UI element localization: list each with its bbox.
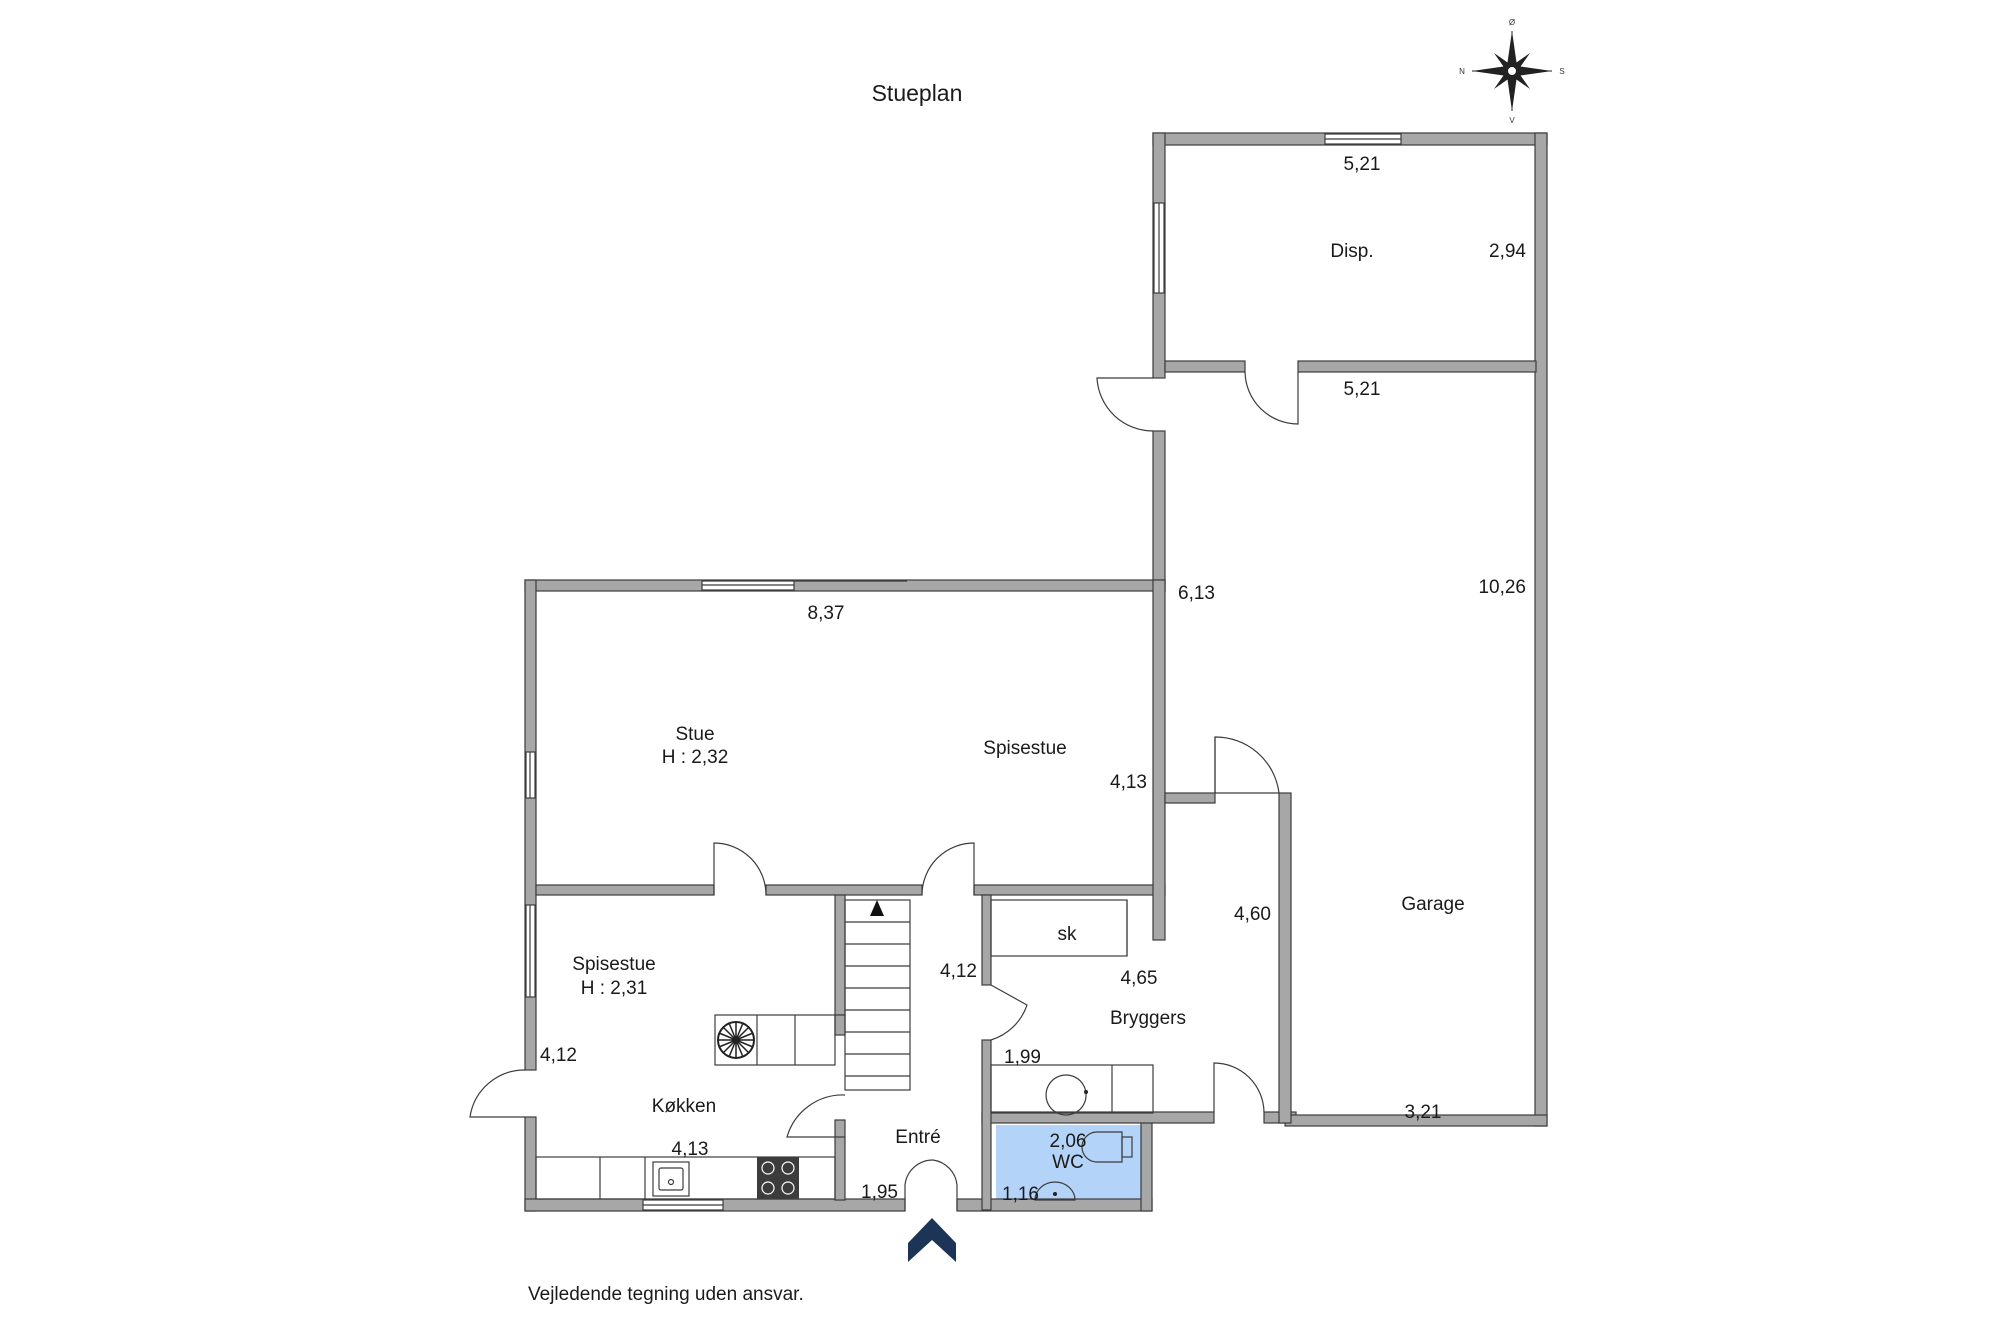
stair-arrow-icon (870, 900, 884, 916)
wc-floor (996, 1125, 1144, 1203)
wc-sink-icon (1034, 1181, 1076, 1201)
bryggers-fixtures (990, 899, 1154, 1116)
door-entrance (904, 1159, 958, 1211)
door-garage-side (1096, 377, 1154, 432)
walls (524, 132, 1548, 1212)
doors (469, 371, 1299, 1211)
room-label-spisestue-top: Spisestue (983, 738, 1066, 759)
door-bryggers-bottom (1213, 1062, 1265, 1113)
room-label-wc: WC (1052, 1152, 1084, 1173)
wc-fixtures (1034, 1131, 1133, 1201)
room-label-garage: Garage (1401, 894, 1464, 915)
door-stue-entre (921, 842, 975, 896)
dim-entre-width: 1,95 (861, 1182, 898, 1203)
room-label-entre: Entré (895, 1127, 940, 1148)
door-entre-bryggers (990, 984, 1028, 1041)
plan-title: Stueplan (872, 80, 963, 106)
dim-entre-height: 4,12 (940, 961, 977, 982)
door-garage-bryggers-top (1214, 736, 1280, 794)
compass-top: Ø (1509, 18, 1515, 27)
dim-garage-width-bottom: 3,21 (1405, 1102, 1442, 1123)
room-label-spisestue-left: Spisestue (572, 954, 655, 975)
dim-wc-depth: 1,16 (1002, 1184, 1039, 1205)
compass-bottom: V (1509, 116, 1515, 125)
room-label-bryggers: Bryggers (1110, 1008, 1186, 1029)
dim-bryggers-width: 4,65 (1121, 968, 1158, 989)
room-label-disp: Disp. (1330, 241, 1373, 262)
dim-disp-width: 5,21 (1344, 154, 1381, 175)
room-label-stue-height: H : 2,32 (662, 747, 729, 768)
door-disp-garage (1244, 371, 1299, 425)
dim-garage-height: 10,26 (1478, 577, 1526, 598)
dim-kokken-width: 4,13 (672, 1139, 709, 1160)
dim-stue-width: 8,37 (808, 603, 845, 624)
room-label-sk: sk (1058, 924, 1078, 945)
dim-garage-width-top: 5,21 (1344, 379, 1381, 400)
disclaimer: Vejledende tegning uden ansvar. (528, 1284, 804, 1305)
windows (525, 133, 1402, 1211)
dim-disp-height: 2,94 (1489, 241, 1526, 262)
door-kokken-side (469, 1069, 526, 1118)
staircase (844, 899, 911, 1091)
compass-n: N (1459, 67, 1465, 76)
fan-icon (717, 1021, 755, 1059)
stove-icon (757, 1157, 799, 1199)
dim-wc-width: 2,06 (1050, 1131, 1087, 1152)
toilet-icon (1081, 1131, 1123, 1163)
door-entre-kokken (786, 1094, 846, 1138)
washbasin-icon (1045, 1074, 1087, 1116)
dim-bryggers-left-height: 4,60 (1234, 904, 1271, 925)
compass-rose-icon: N S Ø V (1459, 18, 1565, 125)
kitchen-fixtures (535, 1014, 836, 1200)
room-label-stue: Stue (675, 724, 714, 745)
dim-kokken-height: 4,12 (540, 1045, 577, 1066)
dim-garage-left: 6,13 (1178, 583, 1215, 604)
room-label-kokken: Køkken (652, 1096, 716, 1117)
dim-stue-height: 4,13 (1110, 772, 1147, 793)
entrance-chevron-icon (908, 1218, 956, 1262)
dim-bryggers-small: 1,99 (1004, 1047, 1041, 1068)
door-stue-spisestue (713, 842, 767, 896)
sink-icon (652, 1161, 690, 1197)
compass-s: S (1559, 67, 1564, 76)
room-label-spisestue-left-height: H : 2,31 (581, 978, 648, 999)
